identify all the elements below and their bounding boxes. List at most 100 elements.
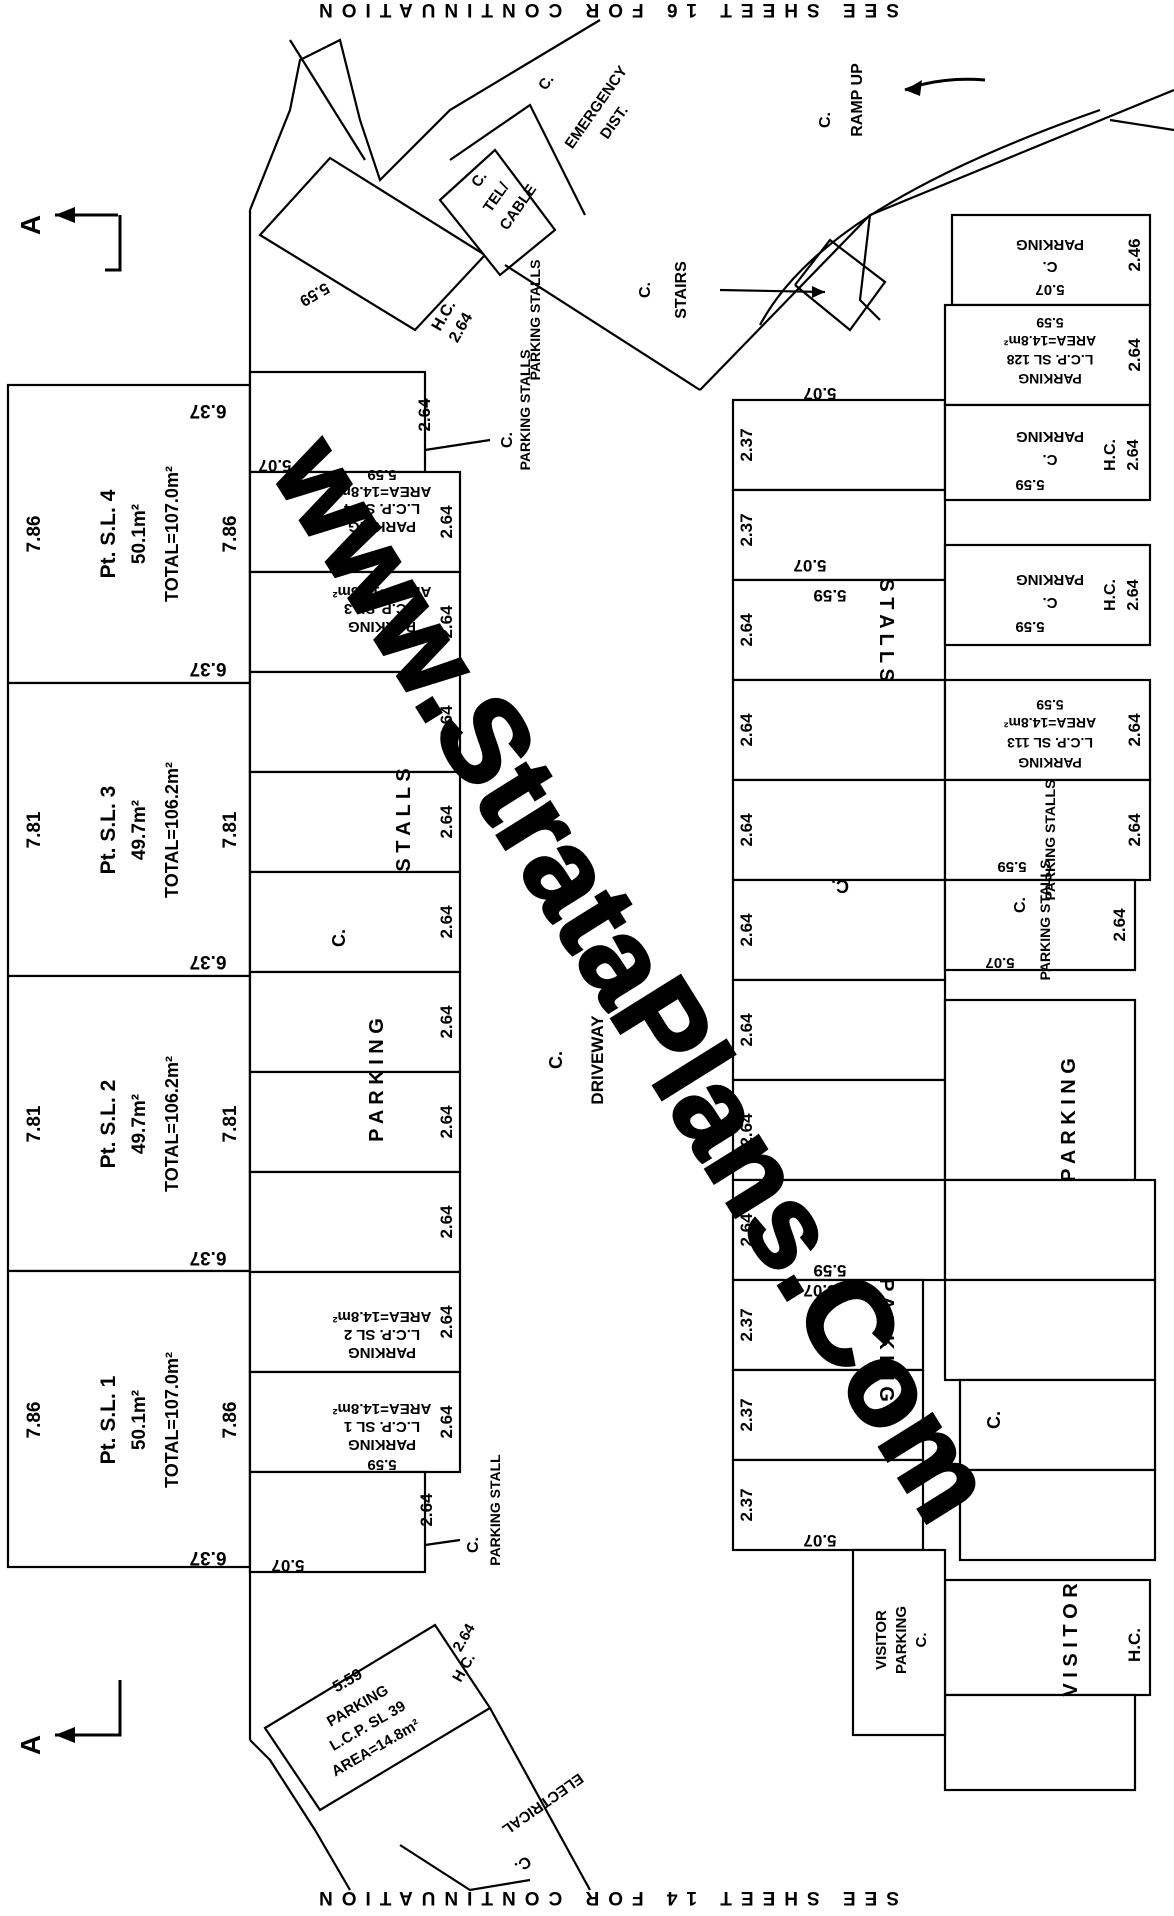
driveway-label: DRIVEWAY [588,1015,607,1105]
middle-stall-widths: 2.37 2.37 2.64 2.64 2.64 2.64 2.64 2.64 … [737,428,756,1521]
visitor-parking-1: VISITOR [873,1610,890,1670]
common-label-left: C. [329,929,349,947]
lot-depth-bottom: 6.37 [190,1247,227,1268]
right-parking-stalls-group: 5.59 PARKING STALLS 2.64 C. PARKING STAL… [985,780,1144,981]
stall-common: C. [1043,594,1058,611]
lot-name: Pt. S.L. 3 [97,786,120,875]
stall-tag: H.C. [1102,439,1119,471]
common-label-mid: C. [831,876,849,896]
lot-total: TOTAL=106.2m² [162,762,182,898]
section-marker-bottom: A [15,1680,122,1755]
stall-width: 2.64 [1125,579,1142,610]
stall-width-2: 2.64 [1110,908,1129,942]
lot-area: 49.7m² [129,800,150,860]
stall-line-3: AREA=14.8m² [333,583,432,600]
stall-line-2: L.C.P. SL 128 [1006,352,1093,368]
dim-507-left-top: 5.07 [258,456,291,475]
bottom-structures [249,1623,591,1892]
stall-width: 2.64 [437,705,456,739]
parking-stalls-spelled-left-2: S T A L L S [393,768,415,871]
left-lot-column [6,383,252,1569]
stall-line-2: L.C.P. SL 2 [344,1326,420,1343]
section-marker-top: A [15,207,122,272]
lcp-stall-sl2: PARKING L.C.P. SL 2 AREA=14.8m² 2.64 [333,1305,456,1361]
dim-507-mid-2: 5.07 [793,556,826,575]
stall-depth: 5.59 [1015,476,1044,493]
stall-width: 2.37 [737,1308,756,1341]
lot-total: TOTAL=107.0m² [162,1352,182,1488]
stall-line-1: PARKING [348,1344,416,1361]
lot-area: 50.1m² [129,504,150,564]
stall-common: C. [1043,451,1058,468]
stall-line-1: PARKING [1018,755,1082,771]
lot-name: Pt. S.L. 2 [97,1080,120,1169]
stairs-label: STAIRS [673,261,690,319]
stall-line-2: L.C.P. SL 1 [344,1418,420,1435]
stall-depth: 5.59 [1036,315,1063,331]
stall-depth: 5.59 [367,1456,396,1473]
stairs-arrow-head [812,286,825,298]
stall-width: 2.64 [437,1205,456,1239]
stall-width: 2.64 [1125,813,1144,847]
lot-total: TOTAL=107.0m² [162,466,182,602]
stall-line-3: AREA=14.8m² [1004,715,1097,731]
stall-width: 2.64 [437,505,456,539]
stall-line-3: AREA=14.8m² [333,1308,432,1325]
stall-width: 2.64 [437,605,456,639]
left-parking-column [248,210,462,1740]
stall-width: 2.64 [737,713,756,747]
lot-width-left: 7.86 [24,1402,45,1439]
lot-depth-top: 6.37 [190,400,227,421]
bottom-banner: SEE SHEET 14 FOR CONTINUATION [310,1887,899,1908]
common-right: C. [984,1411,1004,1429]
lot-area: 49.7m² [129,1094,150,1154]
visitor-common: C. [913,1633,930,1648]
common-left-stall-top: C. [499,432,516,448]
stall-line-2: L.C.P. SL 3 [344,600,420,617]
lot-width-right: 7.86 [220,516,241,553]
lot-name: Pt. S.L. 4 [97,489,120,578]
dim-507-mid-top: 5.07 [803,384,836,403]
right-stall-top: PARKING C. 5.07 2.46 [1016,236,1144,298]
stall-depth: 5.59 [367,466,396,483]
stairs-common: C. [637,282,654,298]
hc-stall-right-2: PARKING C. 5.59 H.C. 2.64 [1015,571,1142,635]
stall-width: 2.37 [737,428,756,461]
parking-stall-label-bottom: PARKING STALL [487,1454,503,1566]
ramp-common: C. [817,112,834,128]
stall-width: 2.37 [737,513,756,546]
stall-line-1: PARKING [348,1436,416,1453]
lcp-stall-sl4: PARKING L.C.P. SL 4 AREA=14.8m² 5.59 2.6… [333,466,456,539]
strata-lot-3: Pt. S.L. 3 49.7m² TOTAL=106.2m² 7.81 7.8… [24,762,241,972]
stall-depth: 5.07 [1035,281,1064,298]
left-stall-widths: 2.64 2.64 2.64 2.64 2.64 2.64 [437,705,456,1239]
dim-507-mid-last: 5.07 [803,1531,836,1550]
stall-width: 2.64 [737,1013,756,1047]
stall-label: PARKING [1016,428,1084,445]
stall-depth: 5.59 [997,858,1026,875]
parking-stalls-label-hc-top: PARKING STALLS [527,260,543,381]
strata-lot-1: Pt. S.L. 1 50.1m² TOTAL=107.0m² 7.86 7.8… [24,1352,241,1568]
section-letter-bottom: A [15,1735,46,1755]
stall-depth: 5.59 [1015,618,1044,635]
lot-width-right: 7.81 [220,1105,241,1142]
lot-width-right: 7.86 [220,1402,241,1439]
parking-stalls-spelled-mid: S T A L L S [875,578,897,681]
stall-width: 2.64 [1125,338,1144,372]
stall-line-3: AREA=14.8m² [1004,333,1097,349]
stall-width: 2.64 [437,1005,456,1039]
strata-lot-2: Pt. S.L. 2 49.7m² TOTAL=106.2m² 7.81 7.8… [24,1056,241,1268]
strata-lot-4: Pt. S.L. 4 50.1m² TOTAL=107.0m² 7.86 7.8… [24,400,241,679]
stall-line-1: PARKING [348,618,416,635]
lot-width-right: 7.81 [220,811,241,848]
lcp-stall-sl1: PARKING L.C.P. SL 1 AREA=14.8m² 5.59 2.6… [333,1400,456,1473]
stall-width: 2.64 [437,1305,456,1339]
stall-line-1: PARKING [348,518,416,535]
stall-width: 2.64 [737,1213,756,1247]
driveway-common: C. [546,1051,566,1069]
electrical-label: ELECTRICAL [499,1769,587,1837]
stall-line-2: L.C.P. SL 4 [343,500,420,517]
stall-width: 2.64 [737,913,756,947]
visitor-spelled: V I S I T O R [1060,1583,1082,1697]
stall-line-3: AREA=14.8m² [333,1400,432,1417]
